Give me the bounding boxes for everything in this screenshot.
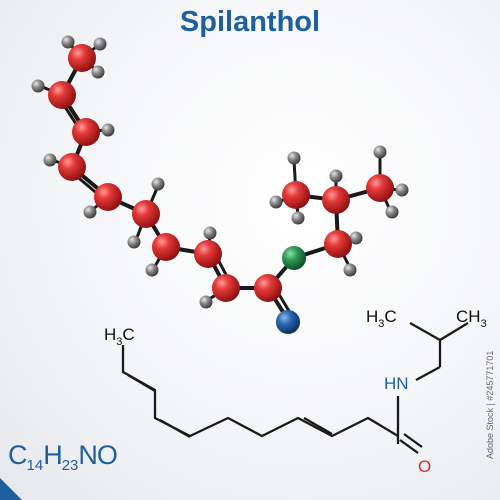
skeletal-formula	[121, 321, 469, 454]
oxygen-atom	[276, 310, 300, 334]
ch3-top-right-label: CH3	[456, 307, 487, 330]
molecule-title: Spilanthol	[179, 6, 321, 38]
ch3-left-label: H3C	[104, 325, 135, 348]
carbon-atoms	[48, 44, 394, 302]
chemical-formula: C14H23NO	[8, 440, 118, 474]
corner-decoration	[0, 478, 22, 500]
hydrogen-atoms	[31, 35, 409, 309]
ch3-top-left-label: H3C	[366, 307, 397, 330]
oxygen-label: O	[418, 457, 431, 476]
nitrogen-atom	[282, 246, 306, 270]
amine-label: HN	[384, 374, 409, 393]
stock-id-watermark: Adobe Stock | #245771701	[485, 350, 495, 460]
